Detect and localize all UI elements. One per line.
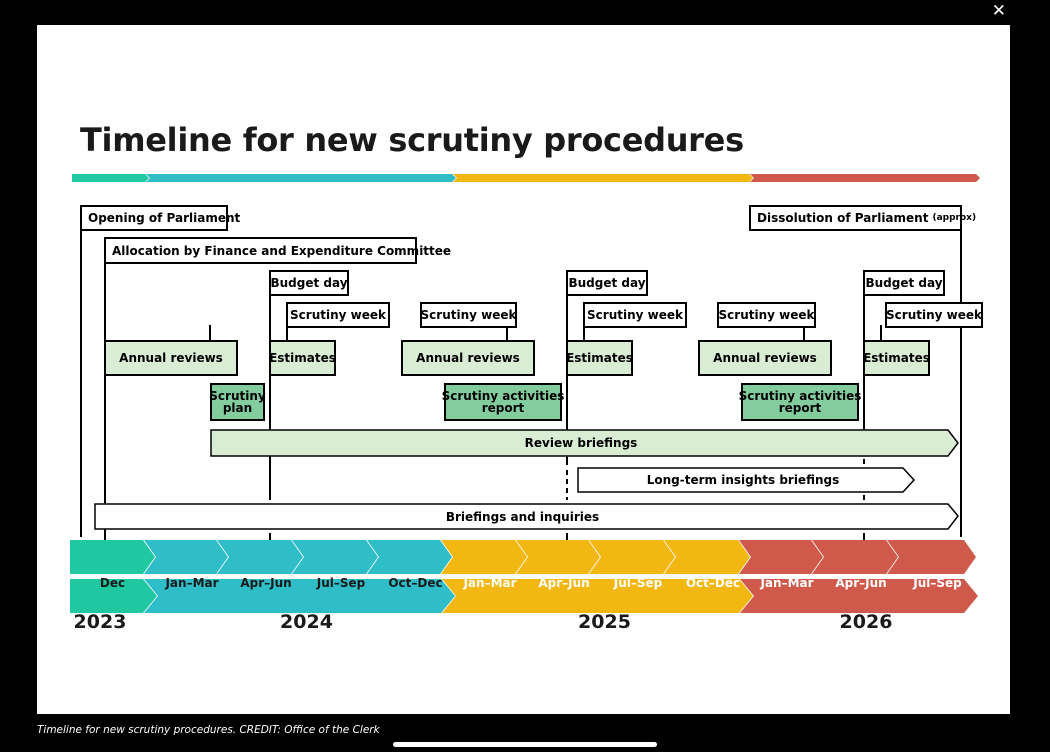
year-label: 2023	[73, 611, 127, 633]
activities-report-2025: Scrutiny activities report	[441, 383, 565, 421]
year-row	[70, 579, 978, 613]
scrutiny-week-2024-jun: Scrutiny week	[286, 302, 390, 328]
estimates-2026: Estimates	[863, 340, 930, 376]
scrutiny-week-2026: Scrutiny week	[885, 302, 983, 328]
quarter-label: Apr–Jun	[240, 576, 292, 590]
budget-day-2026: Budget day	[863, 270, 945, 296]
activities-line2: report	[481, 401, 525, 415]
quarter-label: Oct–Dec	[685, 576, 741, 590]
home-indicator[interactable]	[393, 742, 657, 747]
scrutiny-plan-box: Scrutiny plan	[209, 383, 266, 421]
scrutiny-plan-line1: Scrutiny	[209, 389, 266, 403]
quarter-label: Jan–Mar	[463, 576, 517, 590]
scrutiny-plan-line2: plan	[222, 401, 253, 415]
quarter-label: Jan–Mar	[165, 576, 219, 590]
dissolution-parliament-label: Dissolution of Parliament(approx)	[749, 205, 976, 231]
quarter-label: Jan–Mar	[760, 576, 814, 590]
budget-day-2025: Budget day	[566, 270, 648, 296]
dissolution-text: Dissolution of Parliament	[757, 211, 929, 225]
quarter-label: Jul–Sep	[913, 576, 962, 590]
estimates-2024: Estimates	[269, 340, 336, 376]
annual-reviews-2025: Annual reviews	[401, 340, 535, 376]
activities-report-2026: Scrutiny activities report	[738, 383, 862, 421]
dashed-guides	[566, 450, 865, 500]
quarter-label: Jul–Sep	[316, 576, 366, 590]
quarter-row	[70, 540, 976, 574]
scrutiny-week-2025-jun: Scrutiny week	[583, 302, 687, 328]
scrutiny-week-2024-dec: Scrutiny week	[420, 302, 517, 328]
dissolution-note: (approx)	[932, 213, 977, 223]
quarter-ticks	[104, 533, 865, 540]
activities-line1: Scrutiny activities	[738, 389, 862, 403]
opening-parliament-label: Opening of Parliament	[80, 205, 240, 231]
year-label: 2024	[280, 611, 333, 633]
estimates-2025: Estimates	[566, 340, 633, 376]
allocation-label: Allocation by Finance and Expenditure Co…	[104, 237, 451, 264]
top-color-rule	[72, 174, 980, 182]
briefings-inquiries-label: Briefings and inquiries	[445, 510, 600, 524]
image-card: Timeline for new scrutiny procedures	[37, 25, 1010, 714]
year-label: 2026	[839, 611, 893, 633]
activities-line2: report	[778, 401, 822, 415]
activities-line1: Scrutiny activities	[441, 389, 565, 403]
review-briefings-label: Review briefings	[524, 436, 638, 450]
quarter-label: Oct–Dec	[388, 576, 443, 590]
annual-reviews-2026: Annual reviews	[698, 340, 832, 376]
quarter-label: Dec	[99, 576, 126, 590]
quarter-label: Jul–Sep	[613, 576, 663, 590]
budget-day-2024: Budget day	[269, 270, 349, 296]
diagram-title: Timeline for new scrutiny procedures	[80, 121, 744, 159]
image-caption: Timeline for new scrutiny procedures. CR…	[37, 724, 380, 736]
timeline-diagram	[70, 174, 980, 613]
quarter-label: Apr–Jun	[835, 576, 887, 590]
year-label: 2025	[578, 611, 631, 633]
scrutiny-week-2025-dec: Scrutiny week	[717, 302, 816, 328]
close-icon[interactable]: ✕	[991, 1, 1006, 21]
long-term-briefings-arrow	[577, 467, 916, 493]
review-briefings-arrow	[210, 429, 959, 457]
annual-reviews-2024: Annual reviews	[104, 340, 238, 376]
long-term-briefings-label: Long-term insights briefings	[646, 473, 840, 487]
quarter-label: Apr–Jun	[538, 576, 590, 590]
briefings-inquiries-arrow	[94, 503, 959, 530]
